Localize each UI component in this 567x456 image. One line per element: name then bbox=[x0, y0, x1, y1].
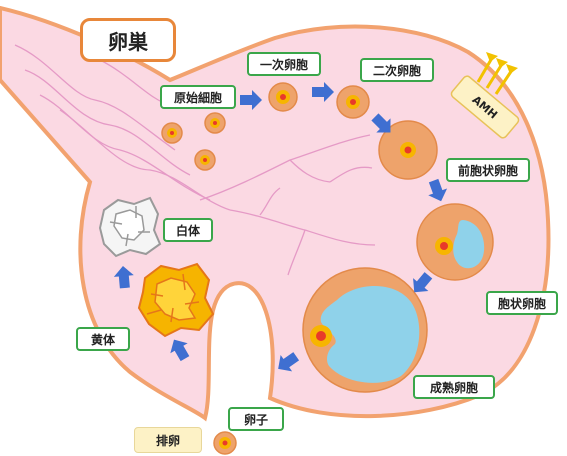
mature-follicle bbox=[302, 267, 428, 393]
label-corpus-albicans: 白体 bbox=[163, 218, 213, 242]
arrow-icon bbox=[413, 272, 433, 293]
label-mature-follicle: 成熟卵胞 bbox=[413, 375, 495, 399]
progression-arrows bbox=[113, 82, 448, 372]
label-antral-follicle: 胞状卵胞 bbox=[486, 291, 558, 315]
amh-signal bbox=[450, 52, 520, 139]
arrow-icon bbox=[428, 178, 448, 202]
primordial-follicle bbox=[161, 122, 183, 144]
corpus-luteum bbox=[137, 262, 215, 338]
label-primary-follicle: 一次卵胞 bbox=[247, 52, 321, 76]
label-secondary-follicle: 二次卵胞 bbox=[360, 58, 434, 82]
primordial-follicle bbox=[204, 112, 226, 134]
arrow-icon bbox=[170, 339, 190, 362]
antral-follicle bbox=[416, 203, 494, 281]
primordial-follicles bbox=[161, 112, 226, 171]
corpus-albicans bbox=[98, 196, 162, 258]
label-egg: 卵子 bbox=[228, 407, 284, 431]
page-title: 卵巣 bbox=[80, 18, 176, 62]
secondary-follicle bbox=[336, 85, 370, 119]
released-egg bbox=[213, 431, 237, 455]
label-ovulation: 排卵 bbox=[134, 427, 202, 453]
arrow-icon bbox=[371, 113, 391, 133]
arrow-icon bbox=[312, 82, 334, 102]
arrow-icon bbox=[113, 266, 134, 289]
blood-vessels bbox=[14, 44, 376, 276]
label-preantral-follicle: 前胞状卵胞 bbox=[446, 158, 530, 182]
arrow-icon bbox=[278, 352, 300, 372]
label-corpus-luteum: 黄体 bbox=[76, 327, 130, 351]
primary-follicle bbox=[268, 82, 298, 112]
preantral-follicle bbox=[378, 120, 438, 180]
arrow-icon bbox=[240, 90, 262, 110]
label-primordial-follicle: 原始細胞 bbox=[160, 85, 236, 109]
primordial-follicle bbox=[194, 149, 216, 171]
